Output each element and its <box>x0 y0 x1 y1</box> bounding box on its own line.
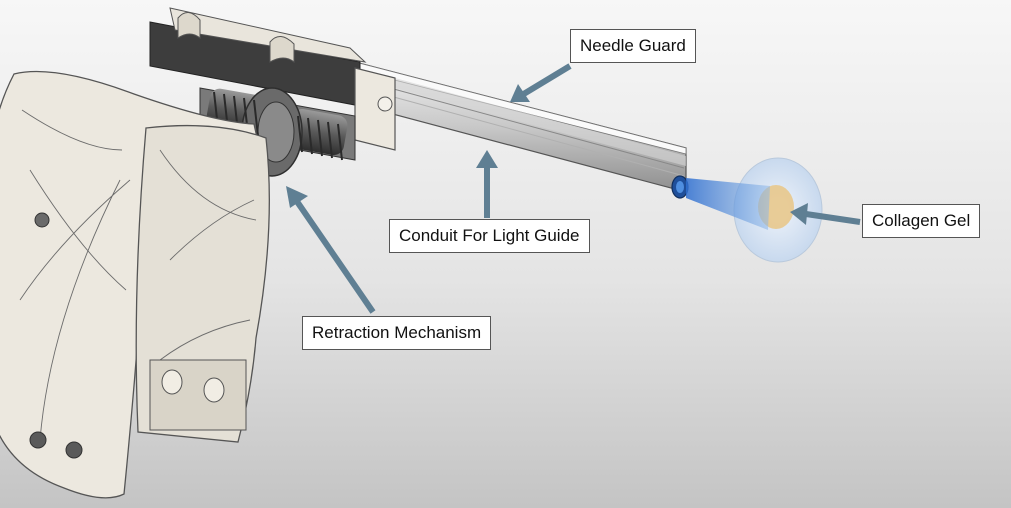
conduit-arrow <box>476 150 498 218</box>
needle-guard-label: Needle Guard <box>570 29 696 63</box>
collagen-gel-label: Collagen Gel <box>862 204 981 238</box>
light-beam <box>686 178 770 230</box>
right-grip-half <box>135 124 270 443</box>
left-grip-shell <box>0 70 265 499</box>
retraction-arrow <box>286 186 376 314</box>
nozzle-tip <box>671 175 689 199</box>
collagen-gel-arrow <box>790 203 861 225</box>
callout-arrows <box>286 63 861 314</box>
retraction-mechanism <box>199 87 356 177</box>
needle-guard-tube <box>354 61 687 193</box>
needle-guard-arrow <box>510 63 572 102</box>
upper-housing <box>149 7 396 151</box>
conduit-label: Conduit For Light Guide <box>389 219 590 253</box>
retraction-mechanism-label: Retraction Mechanism <box>302 316 492 350</box>
